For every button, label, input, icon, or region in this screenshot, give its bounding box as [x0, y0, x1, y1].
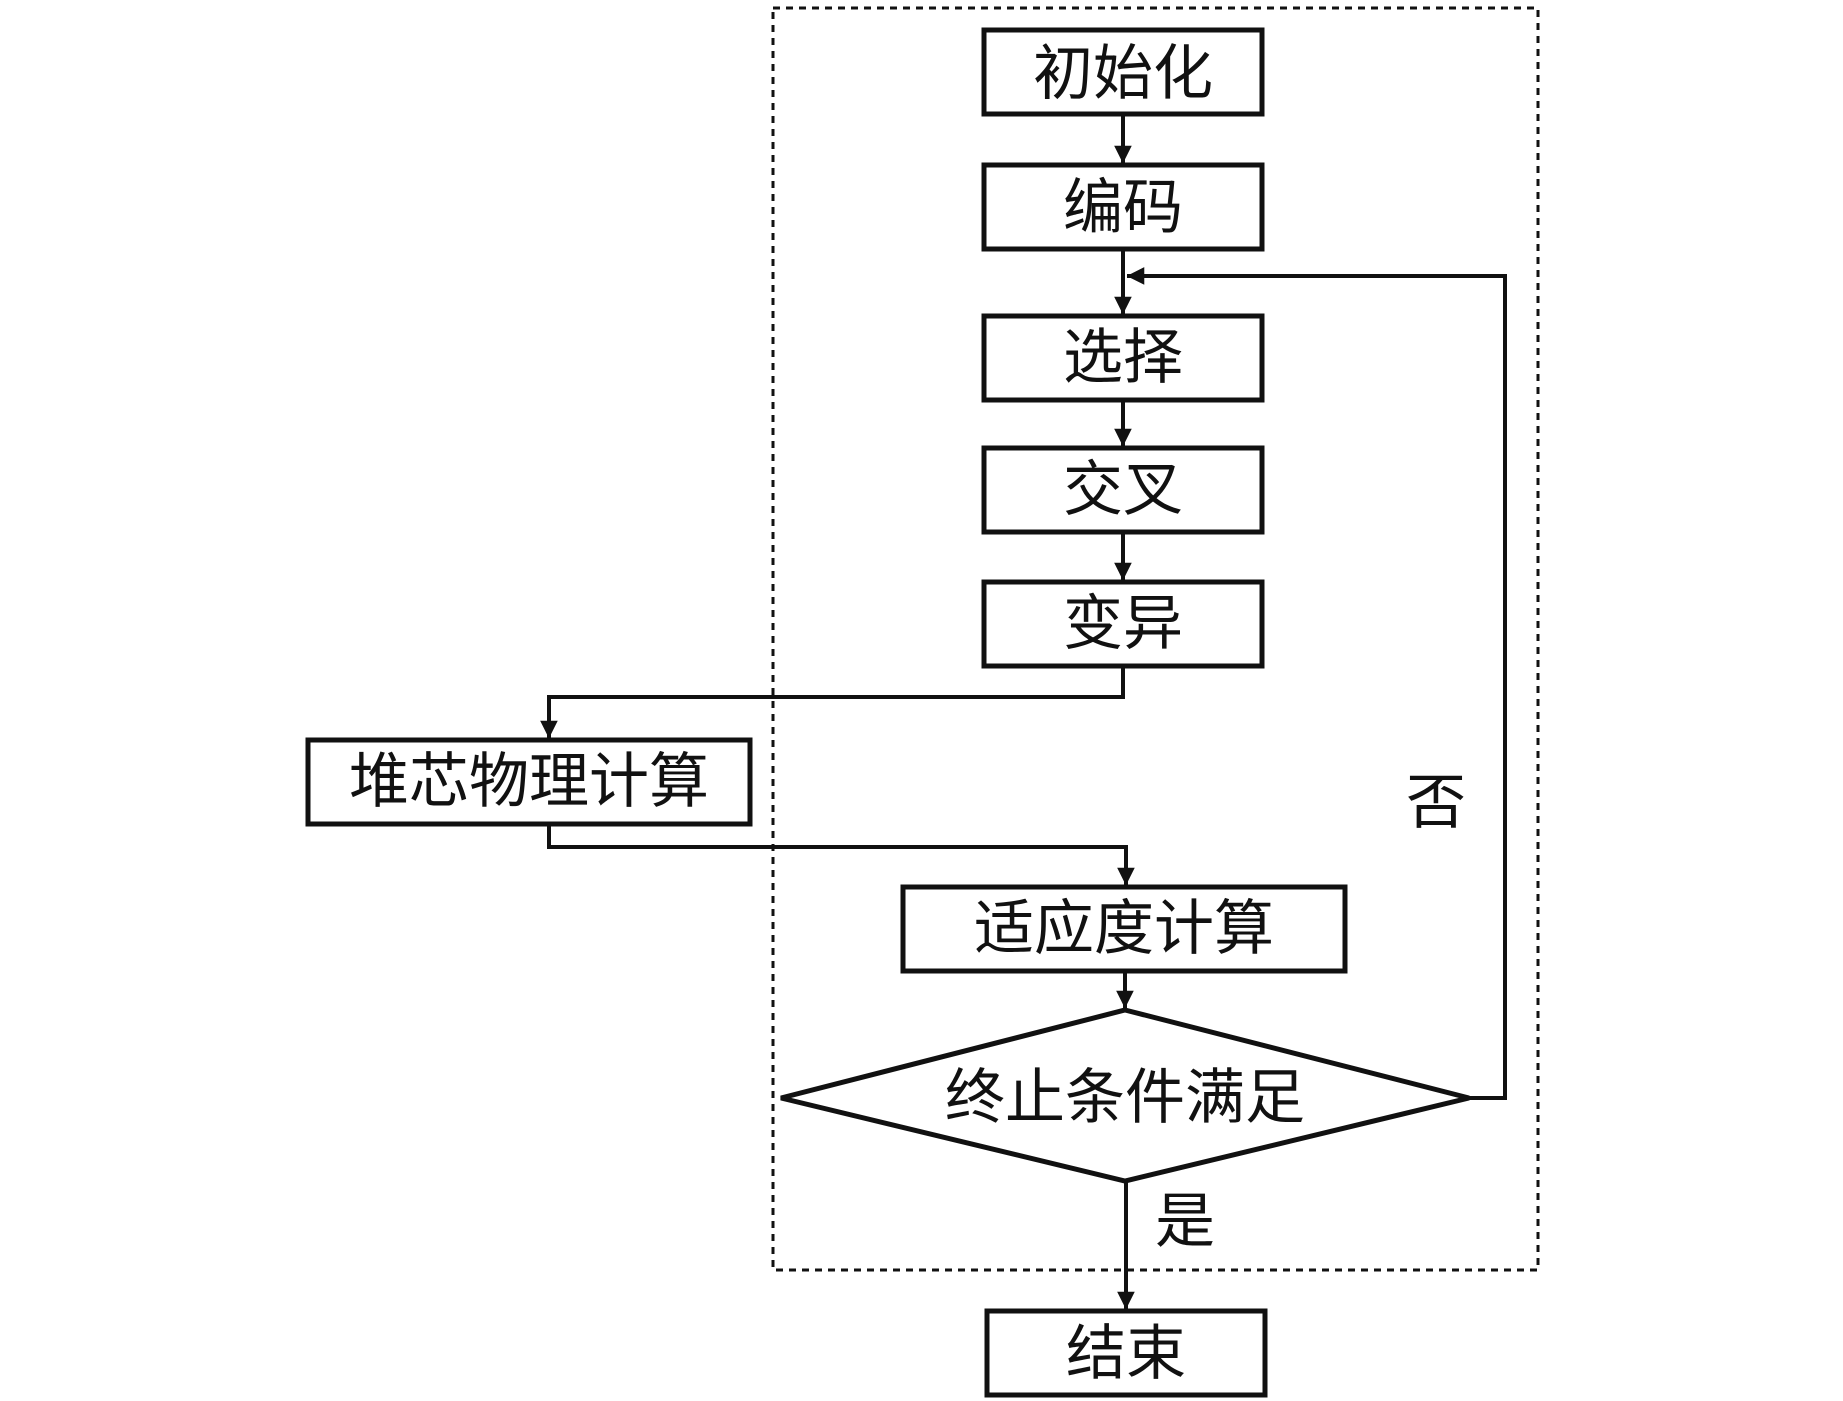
core-physics-node: 堆芯物理计算 [305, 737, 753, 827]
fitness-node-label: 适应度计算 [974, 894, 1274, 964]
init-node-label: 初始化 [1033, 39, 1213, 109]
arrow-mutate-to-core-physics [540, 666, 1125, 739]
arrow-decision-no-loop-to-select [1126, 267, 1507, 1100]
optimization-loop-boundary [771, 6, 1540, 1272]
select-node-label: 选择 [1063, 323, 1183, 393]
edge-label-no: 否 [1406, 768, 1466, 838]
end-node-label: 结束 [1066, 1319, 1186, 1389]
termination-decision-label: 终止条件满足 [945, 1063, 1305, 1133]
crossover-node-label: 交叉 [1063, 455, 1183, 525]
edge-label-yes: 是 [1155, 1187, 1215, 1257]
mutate-node: 变异 [981, 579, 1265, 669]
init-node: 初始化 [981, 27, 1265, 117]
arrow-core-physics-to-fitness [547, 824, 1135, 886]
mutate-node-label: 变异 [1063, 589, 1183, 659]
end-node: 结束 [984, 1308, 1268, 1398]
encode-node-label: 编码 [1063, 173, 1183, 243]
core-physics-node-label: 堆芯物理计算 [349, 747, 709, 817]
select-node: 选择 [981, 313, 1265, 403]
termination-decision-node: 终止条件满足 [780, 1007, 1470, 1184]
crossover-node: 交叉 [981, 445, 1265, 535]
fitness-node: 适应度计算 [900, 884, 1348, 974]
encode-node: 编码 [981, 162, 1265, 252]
